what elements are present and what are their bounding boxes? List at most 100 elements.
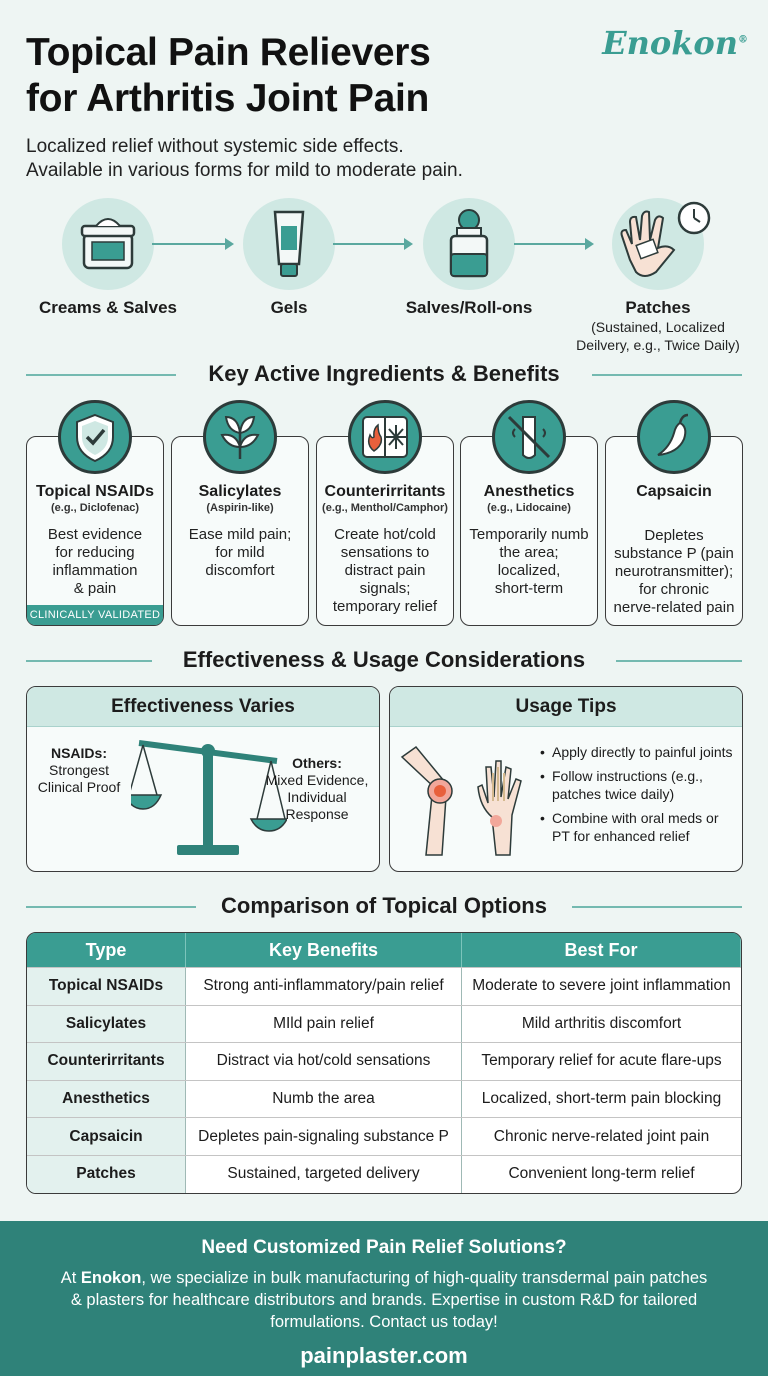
card-name: Counterirritants xyxy=(324,483,446,500)
column-header: Best For xyxy=(462,933,741,967)
divider xyxy=(592,374,742,376)
card-name: Anesthetics xyxy=(483,483,575,500)
divider xyxy=(572,906,742,908)
list-item: Combine with oral meds or PT for enhanced… xyxy=(540,809,733,845)
website-link[interactable]: painplaster.com xyxy=(300,1343,468,1368)
table-cell: Convenient long-term relief xyxy=(508,1165,695,1183)
arrow-icon xyxy=(333,238,413,250)
label-line: Strongest xyxy=(49,762,109,778)
card-desc: Depletes substance P (pain neurotransmit… xyxy=(606,527,742,617)
desc-line: & pain xyxy=(73,580,117,597)
divider xyxy=(26,374,176,376)
label-line: Individual xyxy=(287,789,347,805)
divider xyxy=(26,660,152,662)
table-cell: Sustained, targeted delivery xyxy=(186,1155,462,1193)
label-heading: Others: xyxy=(292,755,342,771)
brand-name: Enokon xyxy=(80,1269,142,1287)
form-label: Gels xyxy=(270,298,308,317)
footer-text: At Enokon, we specialize in bulk manufac… xyxy=(0,1267,768,1333)
desc-line: substance P (pain xyxy=(614,545,734,562)
section-title: Effectiveness & Usage Considerations xyxy=(170,647,598,672)
table-row: Salicylates MIld pain relief Mild arthri… xyxy=(27,1004,741,1043)
desc-line: inflammation xyxy=(52,562,138,579)
card-example: (e.g., Menthol/Camphor) xyxy=(322,502,448,514)
shield-check-icon xyxy=(58,400,132,474)
ingredient-card-anesthetics: Anesthetics (e.g., Lidocaine) Temporaril… xyxy=(460,436,598,626)
divider xyxy=(26,906,196,908)
table-cell: Temporary relief for acute flare-ups xyxy=(481,1052,722,1070)
table-cell: Strong anti-inflammatory/pain relief xyxy=(186,968,462,1005)
desc-line: sensations to xyxy=(340,544,430,561)
text-fragment: At xyxy=(60,1269,81,1287)
table-cell: Distract via hot/cold sensations xyxy=(186,1043,462,1080)
form-gels: Gels xyxy=(199,198,379,318)
usage-tips-list: Apply directly to painful joints Follow … xyxy=(540,743,733,851)
roll-on-icon xyxy=(423,198,515,290)
desc-line: Temporarily numb xyxy=(469,526,589,543)
desc-line: Best evidence xyxy=(47,526,143,543)
card-example: (Aspirin-like) xyxy=(206,502,274,514)
arrow-icon xyxy=(152,238,234,250)
label-line: Clinical Proof xyxy=(37,779,121,795)
desc-line: neurotransmitter); xyxy=(614,563,734,580)
form-rollons: Salves/Roll-ons xyxy=(379,198,559,318)
footer-cta: Need Customized Pain Relief Solutions? A… xyxy=(0,1221,768,1376)
comparison-table: Type Key Benefits Best For Topical NSAID… xyxy=(26,932,742,1194)
desc-line: distract pain xyxy=(344,562,426,579)
column-header: Key Benefits xyxy=(186,933,462,967)
nsaid-evidence-label: NSAIDs: Strongest Clinical Proof xyxy=(31,745,127,796)
balance-scale-icon xyxy=(131,740,287,855)
numb-icon xyxy=(492,400,566,474)
form-label: Creams & Salves xyxy=(39,298,177,317)
card-name: Salicylates xyxy=(198,483,282,500)
desc-line: localized, xyxy=(497,562,561,579)
table-cell: Patches xyxy=(27,1155,186,1193)
subtitle-line-2: Available in various forms for mild to m… xyxy=(26,160,463,181)
form-sub-2: Deilvery, e.g., Twice Daily) xyxy=(576,337,740,353)
tip-line: PT for enhanced relief xyxy=(552,828,690,844)
table-cell: Capsaicin xyxy=(27,1118,186,1155)
card-example: (e.g., Lidocaine) xyxy=(487,502,571,514)
card-desc: Temporarily numb the area; localized, sh… xyxy=(461,526,597,598)
chili-pepper-icon xyxy=(637,400,711,474)
brand-logo: Enokon® xyxy=(602,24,748,62)
table-cell: Mild arthritis discomfort xyxy=(521,1014,682,1032)
table-cell: Salicylates xyxy=(27,1005,186,1043)
effectiveness-panel: Effectiveness Varies NSAIDs: Strongest C… xyxy=(26,686,380,872)
footer-title: Need Customized Pain Relief Solutions? xyxy=(201,1237,567,1258)
subtitle-line-1: Localized relief without systemic side e… xyxy=(26,136,404,157)
table-cell: Localized, short-term pain blocking xyxy=(481,1090,722,1108)
subtitle: Localized relief without systemic side e… xyxy=(26,135,463,183)
form-creams: Creams & Salves xyxy=(18,198,198,318)
table-cell: Counterirritants xyxy=(27,1043,186,1080)
hand-patch-clock-icon xyxy=(612,198,711,290)
table-header-row: Type Key Benefits Best For xyxy=(27,933,741,967)
title-line-1: Topical Pain Relievers xyxy=(26,31,431,74)
arrow-icon xyxy=(514,238,594,250)
list-item: Apply directly to painful joints xyxy=(540,743,733,761)
effectiveness-heading: Effectiveness & Usage Considerations xyxy=(26,647,742,675)
title-line-2: for Arthritis Joint Pain xyxy=(26,77,430,120)
desc-line: short-term xyxy=(494,580,564,597)
leaf-icon xyxy=(203,400,277,474)
gel-tube-icon xyxy=(243,198,335,290)
form-patches: Patches (Sustained, Localized Deilvery, … xyxy=(568,198,748,354)
tip-line: Combine with oral meds or xyxy=(552,810,719,826)
column-header: Type xyxy=(27,933,186,967)
table-cell: Moderate to severe joint inflammation xyxy=(472,977,731,995)
card-name: Capsaicin xyxy=(636,483,712,500)
desc-line: Depletes xyxy=(644,527,704,544)
tip-line: patches twice daily) xyxy=(552,786,675,802)
desc-line: the area; xyxy=(499,544,559,561)
table-cell: Anesthetics xyxy=(27,1080,186,1118)
form-label: Salves/Roll-ons xyxy=(405,298,533,317)
desc-line: Create hot/cold xyxy=(334,526,436,543)
panel-title: Effectiveness Varies xyxy=(27,687,379,727)
list-item: Follow instructions (e.g., patches twice … xyxy=(540,767,733,803)
clinically-validated-badge: CLINICALLY VALIDATED xyxy=(27,605,163,625)
table-cell: Numb the area xyxy=(186,1080,462,1118)
form-label: Patches xyxy=(625,298,691,317)
card-name: Topical NSAIDs xyxy=(36,483,154,500)
tip-line: Follow instructions (e.g., xyxy=(552,768,703,784)
page-title: Topical Pain Relievers for Arthritis Joi… xyxy=(26,30,431,122)
